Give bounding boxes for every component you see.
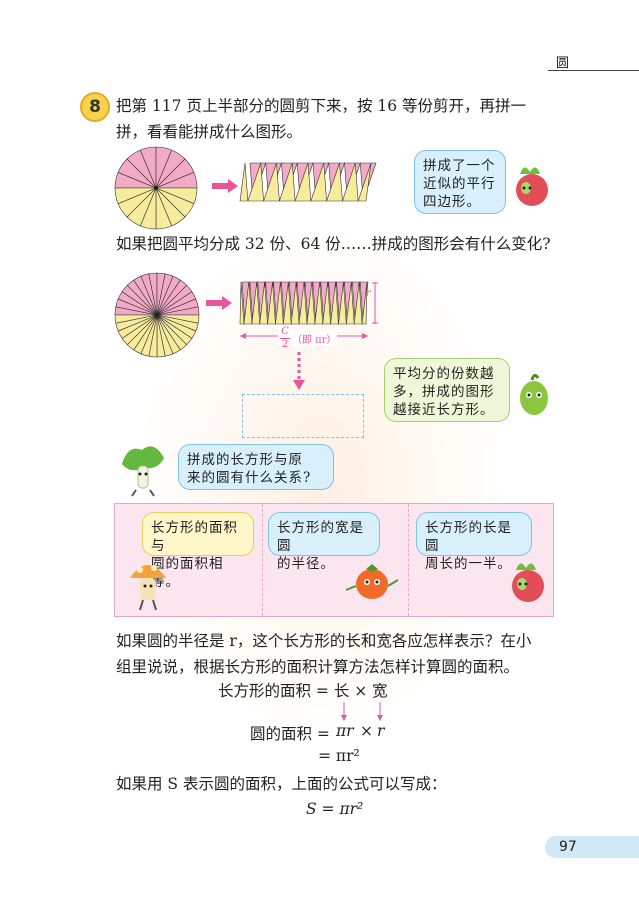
panel-divider	[408, 504, 409, 616]
formula-times: ×	[360, 722, 373, 740]
circle-center-dot	[154, 186, 158, 190]
bubble-line: 拼成了一个	[423, 158, 496, 174]
strip-piece	[290, 281, 300, 325]
dashed-down-arrow-icon	[293, 352, 305, 390]
panel-divider	[262, 504, 263, 616]
circle-32-parts	[114, 272, 200, 358]
width-label-paren: （即 πr）	[292, 331, 337, 346]
circle-16-parts	[114, 146, 198, 230]
strip-piece	[251, 281, 261, 325]
bubble-line: 周长的一半。	[425, 556, 512, 572]
bubble-line: 多，拼成的图形	[393, 384, 495, 400]
strip-piece	[310, 162, 327, 202]
strip-piece	[239, 281, 245, 325]
strip-piece	[267, 281, 276, 325]
strip-piece	[294, 162, 312, 202]
right-arrow-icon	[206, 296, 232, 310]
circle-sector	[114, 187, 157, 205]
bubble-line: 近似的平行	[423, 176, 496, 192]
circle-area-result: = πr²	[318, 747, 360, 765]
speech-bubble-parallelogram: 拼成了一个 近似的平行 四边形。	[414, 150, 506, 214]
speech-bubble-length-half-circumference: 长方形的长是圆 周长的一半。	[416, 512, 532, 572]
width-label-c: C	[278, 326, 292, 338]
strip-piece	[282, 281, 292, 325]
problem-number-badge: 8	[80, 92, 110, 122]
strip-piece	[306, 281, 316, 325]
strip-piece	[322, 281, 331, 325]
strip-piece	[243, 281, 253, 325]
problem-text-line1: 把第 117 页上半部分的圆剪下来，按 16 等份剪开，再拼一	[116, 97, 527, 115]
bubble-line: 长方形的长是圆	[425, 520, 512, 554]
bubble-line: 长方形的宽是圆	[277, 520, 364, 554]
strip-piece	[247, 162, 264, 202]
bubble-line: 拼成的长方形与原	[187, 452, 303, 468]
strip-piece	[341, 162, 359, 202]
bubble-line: 长方形的面积与	[151, 520, 238, 554]
circle-area-formula-left: 圆的面积 =	[250, 725, 330, 743]
mushroom-mascot-icon	[130, 565, 166, 611]
page-number: 97	[545, 836, 639, 858]
green-pepper-mascot-icon	[520, 373, 548, 415]
strip-piece	[314, 281, 324, 325]
rectangle-32-pieces	[239, 281, 369, 325]
formula-intro-text: 如果用 S 表示圆的面积，上面的公式可以写成：	[116, 775, 447, 793]
mapping-arrows	[341, 702, 383, 721]
rectangle-area-formula: 长方形的面积 = 长 × 宽	[218, 682, 388, 700]
speech-bubble-width-radius: 长方形的宽是圆 的半径。	[268, 512, 380, 572]
strip-piece	[330, 281, 339, 325]
radish-mascot-icon	[512, 563, 544, 602]
strip-piece	[239, 162, 249, 202]
bubble-line: 来的圆有什么关系?	[187, 470, 312, 486]
bubble-line: 四边形。	[423, 194, 481, 210]
strip-piece	[275, 281, 284, 325]
formula-pi-r: πr	[336, 722, 354, 740]
speech-bubble-relationship: 拼成的长方形与原 来的圆有什么关系?	[178, 444, 334, 490]
height-dimension-line	[372, 282, 378, 324]
cabbage-mascot-icon	[122, 446, 164, 497]
circle-center-dot	[155, 313, 159, 317]
tomato-mascot-icon	[345, 564, 399, 599]
strip-piece	[298, 281, 308, 325]
circle-sector	[114, 314, 158, 324]
question-more-parts: 如果把圆平均分成 32 份、64 份……拼成的图形会有什么变化?	[116, 235, 551, 253]
bubble-line: 的半径。	[277, 556, 335, 572]
strip-piece	[338, 281, 347, 325]
bubble-line: 平均分的份数越	[393, 366, 495, 382]
height-label: r	[366, 288, 371, 299]
parallelogram-16-pieces	[239, 162, 377, 202]
speech-bubble-more-parts: 平均分的份数越 多，拼成的图形 越接近长方形。	[384, 358, 510, 422]
fraction-bar	[280, 338, 290, 339]
strip-piece	[259, 281, 268, 325]
strip-piece	[345, 281, 355, 325]
area-formula-final: S = πr²	[306, 800, 364, 818]
strip-piece	[361, 281, 368, 325]
header-rule	[548, 70, 639, 71]
width-label-2: 2	[281, 339, 289, 350]
strip-piece	[278, 162, 296, 202]
strip-piece	[263, 162, 280, 202]
speech-bubble-area-equal: 长方形的面积与 圆的面积相等。	[142, 512, 254, 590]
right-arrow-icon	[212, 179, 238, 193]
problem-text-line2: 拼，看看能拼成什么图形。	[116, 123, 303, 141]
formula-r: r	[377, 722, 385, 740]
strip-piece	[353, 281, 363, 325]
radius-question-line2: 组里说说，根据长方形的面积计算方法怎样计算圆的面积。	[116, 658, 520, 676]
radius-question-line1: 如果圆的半径是 r，这个长方形的长和宽各应怎样表示？在小	[116, 632, 532, 650]
radish-mascot-icon	[516, 167, 548, 206]
bubble-line: 越接近长方形。	[393, 402, 495, 418]
empty-answer-box	[242, 394, 364, 438]
chapter-title: 圆	[556, 56, 570, 71]
strip-piece	[326, 162, 343, 202]
strip-piece	[357, 162, 372, 202]
